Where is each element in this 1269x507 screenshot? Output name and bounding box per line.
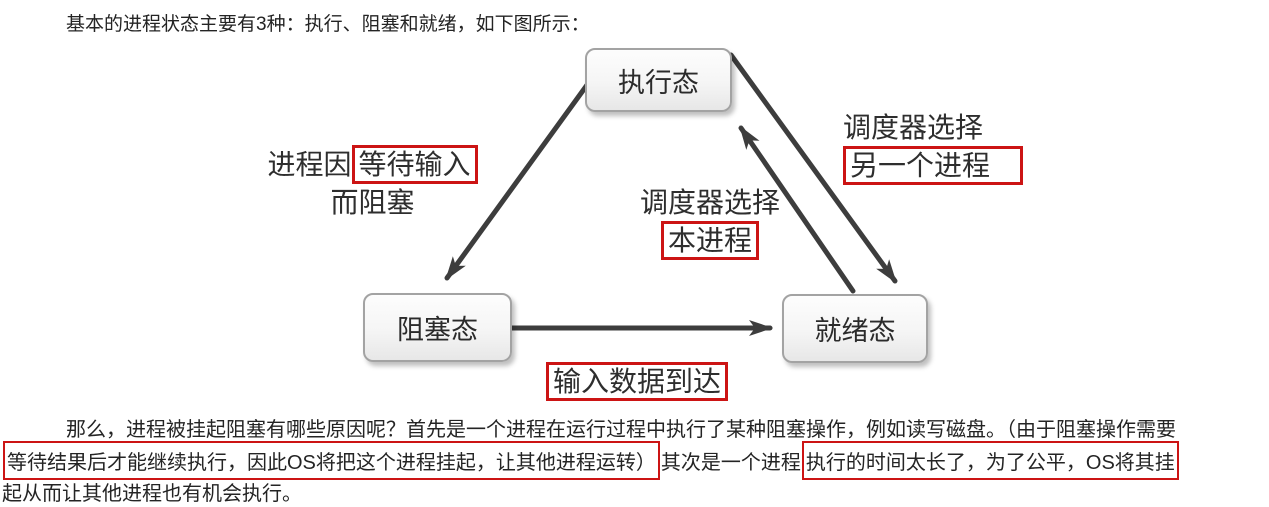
label-scheduler-picks-other-line2: 另一个进程 — [843, 146, 1043, 185]
node-running-state: 执行态 — [585, 48, 732, 112]
label-input-data-arrives: 输入数据到达 — [546, 362, 729, 401]
label-scheduler-picks-other-line1: 调度器选择 — [843, 112, 984, 143]
highlight-box-time-slice: 执行的时间太长了，为了公平，OS将其挂 — [801, 441, 1179, 480]
label-blocked-reason-prefix: 进程因 — [267, 149, 352, 180]
node-ready-label: 就绪态 — [814, 316, 896, 346]
highlight-box-suspend-reason: 等待结果后才能继续执行，因此OS将把这个进程挂起，让其他进程运转） — [3, 441, 660, 480]
label-scheduler-picks-this: 调度器选择 本进程 — [625, 184, 795, 260]
label-blocked-reason-line2: 而阻塞 — [330, 187, 415, 218]
label-scheduler-picks-other-highlight: 另一个进程 — [843, 146, 1024, 185]
node-ready-state: 就绪态 — [782, 294, 928, 363]
label-scheduler-picks-other: 调度器选择 另一个进程 — [843, 109, 1043, 185]
label-blocked-reason: 进程因等待输入 而阻塞 — [255, 145, 490, 221]
node-blocked-label: 阻塞态 — [397, 315, 478, 345]
closing-paragraph-line1: 那么，进程被挂起阻塞有哪些原因呢？首先是一个进程在运行过程中执行了某种阻塞操作，… — [66, 419, 1176, 441]
label-input-data-arrives-highlight: 输入数据到达 — [546, 362, 729, 401]
intro-paragraph: 基本的进程状态主要有3种：执行、阻塞和就绪，如下图所示： — [66, 14, 590, 35]
node-running-label: 执行态 — [618, 67, 699, 98]
closing-paragraph-line3: 起从而让其他进程也有机会执行。 — [2, 483, 302, 505]
label-scheduler-picks-this-highlight: 本进程 — [660, 221, 759, 260]
label-blocked-reason-line1: 进程因等待输入 — [255, 145, 490, 184]
node-blocked-state: 阻塞态 — [363, 293, 512, 362]
closing-paragraph-line2: 等待结果后才能继续执行，因此OS将把这个进程挂起，让其他进程运转）其次是一个进程… — [2, 441, 1180, 480]
label-scheduler-picks-this-line2: 本进程 — [625, 221, 795, 260]
label-blocked-reason-highlight: 等待输入 — [351, 145, 478, 184]
label-scheduler-picks-this-line1: 调度器选择 — [639, 187, 780, 218]
closing-paragraph-line2-middle: 其次是一个进程 — [660, 452, 801, 474]
